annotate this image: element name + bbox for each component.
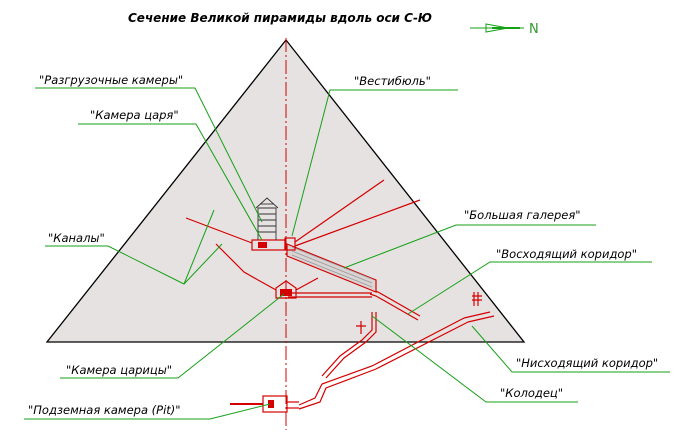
north-arrow: N [470,22,539,37]
subterranean-chamber-callout: "Подземная камера (Pit)" [24,403,271,420]
label-queens-chamber: "Камера царицы" [66,363,172,377]
label-shafts: "Каналы" [48,231,105,245]
label-subterranean-chamber: "Подземная камера (Pit)" [28,403,181,417]
label-vestibule: "Вестибюль" [354,74,431,88]
relieving-chamber-stack [255,197,279,240]
label-grand-gallery: "Большая галерея" [464,208,581,222]
north-label: N [529,22,539,37]
diagram-title: Сечение Великой пирамиды вдоль оси С-Ю [128,11,432,25]
queens-chamber-callout: "Камера царицы" [60,293,285,379]
label-relieving-chambers: "Разгрузочные камеры" [39,73,183,87]
well-shaft-callout: "Колодец" [371,315,578,403]
label-kings-chamber: "Камера царя" [90,108,179,122]
label-descending-corridor: "Нисходящий коридор" [516,356,658,370]
kings-chamber-callout: "Камера царя" [78,108,263,241]
shafts-callout: "Каналы" [45,209,223,285]
label-ascending-corridor: "Восходящий коридор" [496,247,637,261]
relieving-chambers-callout: "Разгрузочные камеры" [35,73,263,223]
vestibule-callout: "Вестибюль" [291,74,458,237]
descending-corridor-callout: "Нисходящий коридор" [471,325,670,373]
internal-passages [185,179,495,413]
ascending-corridor-callout: "Восходящий коридор" [407,247,652,315]
grand-gallery-callout: "Большая галерея" [343,208,596,269]
label-well-shaft: "Колодец" [500,386,563,400]
